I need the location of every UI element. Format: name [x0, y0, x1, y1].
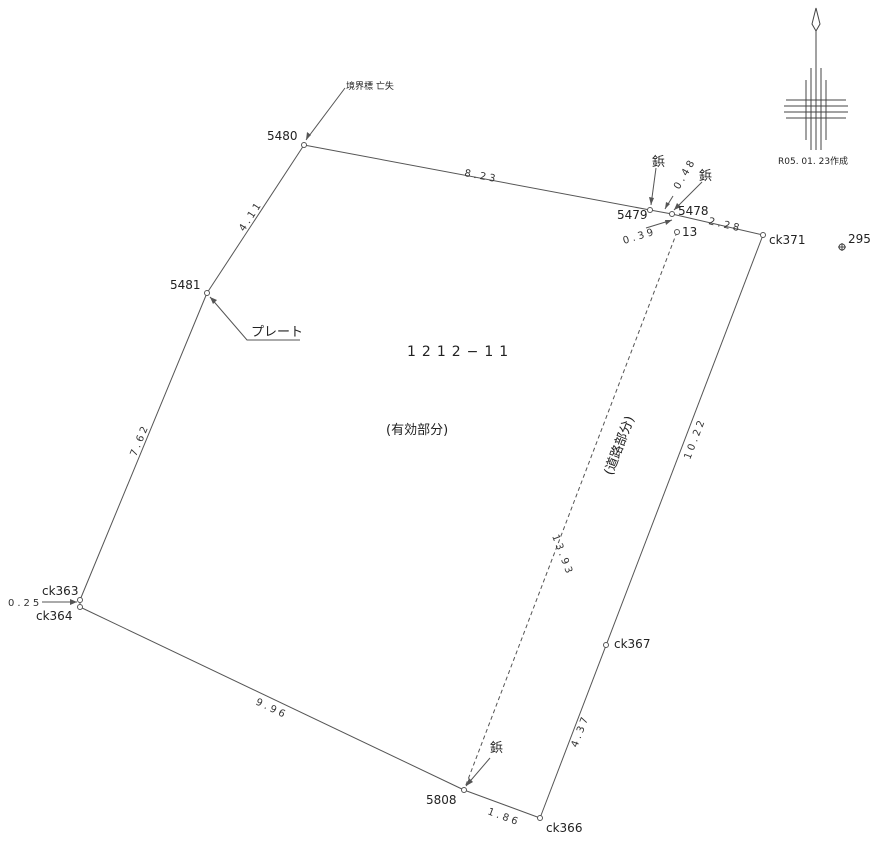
- label-5808: 5808: [426, 793, 457, 807]
- label-13: 13: [682, 225, 697, 239]
- node-5479: [647, 207, 653, 213]
- leader-arrow-stake-5808: [465, 757, 491, 787]
- label-5481: 5481: [170, 278, 201, 292]
- label-ck364: ck364: [36, 609, 72, 623]
- node-5478: [669, 211, 675, 217]
- label-5478: 5478: [678, 204, 709, 218]
- node-13: [674, 229, 680, 235]
- dim-offset-039: 0.39: [622, 226, 658, 247]
- line-top-right-b: [671, 213, 764, 236]
- dim-left-lower: 7.62: [129, 422, 152, 458]
- dim-top: 8.23: [463, 168, 499, 185]
- label-effective-part: (有効部分): [386, 423, 448, 438]
- node-ck364: [77, 604, 83, 610]
- label-road-part: (道路部分): [601, 414, 638, 478]
- label-5480: 5480: [267, 129, 298, 143]
- label-stake-5479: 鋲: [652, 155, 665, 170]
- line-left-lower: [79, 292, 208, 601]
- line-bottom-short: [463, 789, 541, 819]
- node-ck371: [760, 232, 766, 238]
- leader-arrow-039: [645, 219, 673, 229]
- label-boundary-marker: 境界標 亡失: [346, 80, 394, 92]
- leader-arrow-boundary: [305, 87, 346, 141]
- label-lot-number: 1212−11: [407, 344, 514, 360]
- north-arrow-icon: [784, 7, 848, 150]
- node-ck366: [537, 815, 543, 821]
- line-top: [303, 144, 651, 211]
- label-5479: 5479: [617, 208, 648, 222]
- node-295-icon: [838, 243, 846, 251]
- leader-arrow-stake-5479: [649, 167, 657, 206]
- dim-right-upper: 10.22: [683, 416, 709, 461]
- label-stake-5808: 鋲: [490, 741, 503, 756]
- dim-bottom: 9.96: [254, 697, 290, 722]
- label-stake-5478: 鋲: [699, 169, 712, 184]
- node-5480: [301, 142, 307, 148]
- line-top-right-a: [649, 209, 673, 215]
- dim-left-upper: 4.11: [237, 199, 265, 234]
- label-ck363: ck363: [42, 584, 78, 598]
- node-5481: [204, 290, 210, 296]
- label-ck366: ck366: [546, 821, 582, 835]
- node-ck367: [603, 642, 609, 648]
- line-left-upper: [206, 144, 305, 294]
- leader-arrow-stake-5478: [673, 181, 703, 211]
- line-diagonal: [463, 231, 678, 791]
- dim-top-right: 2.28: [707, 216, 743, 234]
- node-5808: [461, 787, 467, 793]
- leader-arrow-025: [42, 599, 77, 605]
- dim-offset-048: 0.48: [672, 156, 699, 191]
- leader-arrow-plate: [209, 296, 300, 341]
- line-right: [539, 234, 764, 819]
- dim-offset-025: 0.25: [8, 598, 42, 609]
- label-ck367: ck367: [614, 637, 650, 651]
- leader-arrow-048: [664, 195, 674, 210]
- created-date: R05. 01. 23作成: [778, 155, 848, 167]
- label-295: 295: [848, 232, 871, 246]
- label-plate: プレート: [251, 325, 303, 340]
- node-ck363: [77, 597, 83, 603]
- label-ck371: ck371: [769, 233, 805, 247]
- line-bottom: [79, 606, 465, 791]
